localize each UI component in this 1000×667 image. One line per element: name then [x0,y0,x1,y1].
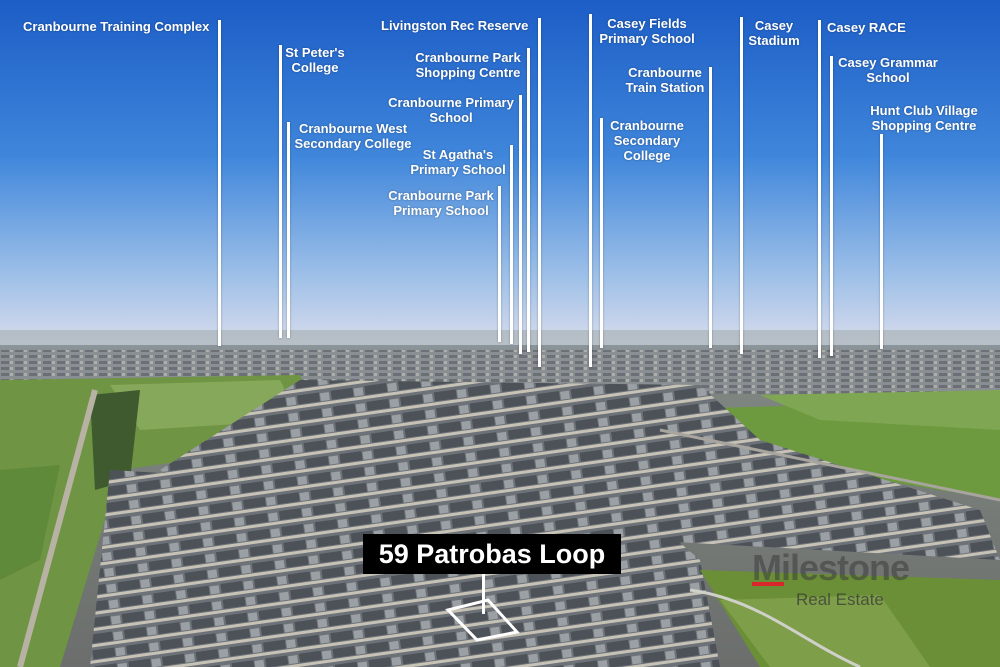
pole-cranbourne-primary [519,95,522,354]
pole-cranbourne-park-primary [498,186,501,342]
address-badge: 59 Patrobas Loop [363,534,621,574]
pole-cranbourne-park-shopping [527,48,530,352]
label-casey-race: Casey RACE [827,20,906,35]
pole-cranbourne-west-secondary [287,122,290,338]
pole-st-agathas-primary [510,145,513,344]
label-livingston-rec-reserve: Livingston Rec Reserve [381,18,529,33]
pole-casey-stadium [740,17,743,354]
watermark-brand: Milestone [752,547,910,588]
pole-livingston-rec-reserve [538,18,541,367]
label-cranbourne-training-complex: Cranbourne Training Complex [23,19,210,34]
pole-st-peters-college [279,45,282,338]
address-pointer [482,574,485,614]
watermark-accent-bar [752,582,784,586]
pole-casey-fields-primary [589,14,592,367]
pole-hunt-club-village [880,134,883,349]
pole-cranbourne-secondary [600,118,603,348]
pole-cranbourne-training-complex [218,20,221,346]
pole-cranbourne-train-station [709,67,712,348]
watermark-subtitle: Real Estate [796,590,884,609]
pole-casey-race [818,20,821,358]
pole-casey-grammar [830,56,833,356]
